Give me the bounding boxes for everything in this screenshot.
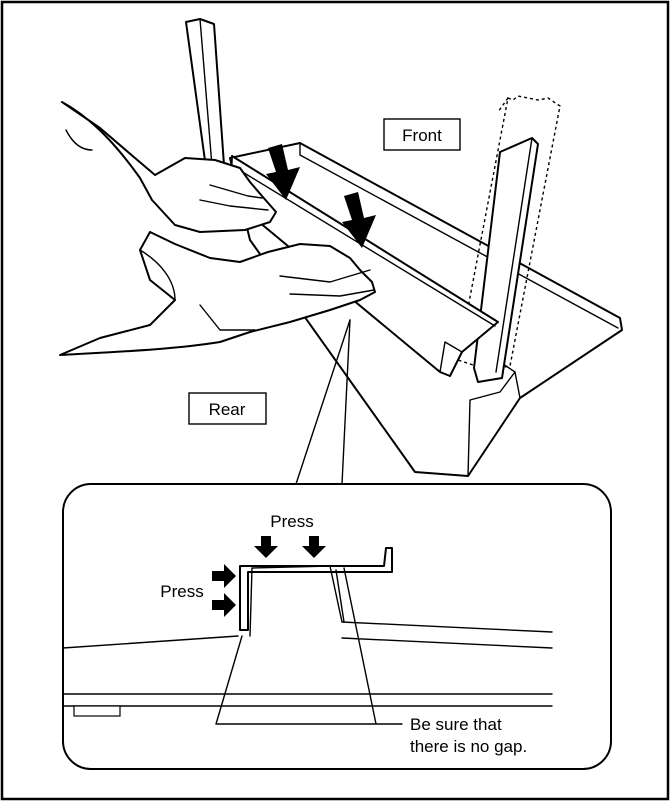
rear-label: Rear bbox=[188, 392, 267, 425]
press-label-top: Press bbox=[270, 512, 313, 531]
front-label: Front bbox=[383, 118, 461, 151]
press-arrow-side-2 bbox=[212, 593, 236, 617]
bracket-profile bbox=[239, 547, 393, 631]
svg-text:Rear: Rear bbox=[209, 400, 246, 419]
press-arrow-large-1 bbox=[266, 144, 300, 200]
press-label-side: Press bbox=[160, 582, 203, 601]
left-hand bbox=[61, 101, 277, 233]
right-hand bbox=[59, 231, 376, 356]
zoom-line-left bbox=[295, 319, 351, 485]
front-post-dashed bbox=[457, 95, 561, 371]
svg-text:Front: Front bbox=[402, 126, 442, 145]
stand-illustration: Front Rear bbox=[59, 18, 623, 485]
leader-lines bbox=[215, 567, 403, 725]
press-arrow-large-2 bbox=[342, 192, 376, 248]
zoom-line-right bbox=[341, 319, 351, 485]
press-arrow-top-2 bbox=[302, 536, 326, 558]
gap-note-line2: there is no gap. bbox=[410, 737, 527, 756]
detail-callout: Press Press Be sure that there is no gap… bbox=[62, 483, 612, 770]
press-arrow-side-1 bbox=[212, 564, 236, 588]
rear-post bbox=[185, 18, 225, 169]
press-arrow-top-1 bbox=[254, 536, 278, 558]
gap-note-line1: Be sure that bbox=[410, 715, 502, 734]
detail-frame bbox=[62, 483, 612, 770]
